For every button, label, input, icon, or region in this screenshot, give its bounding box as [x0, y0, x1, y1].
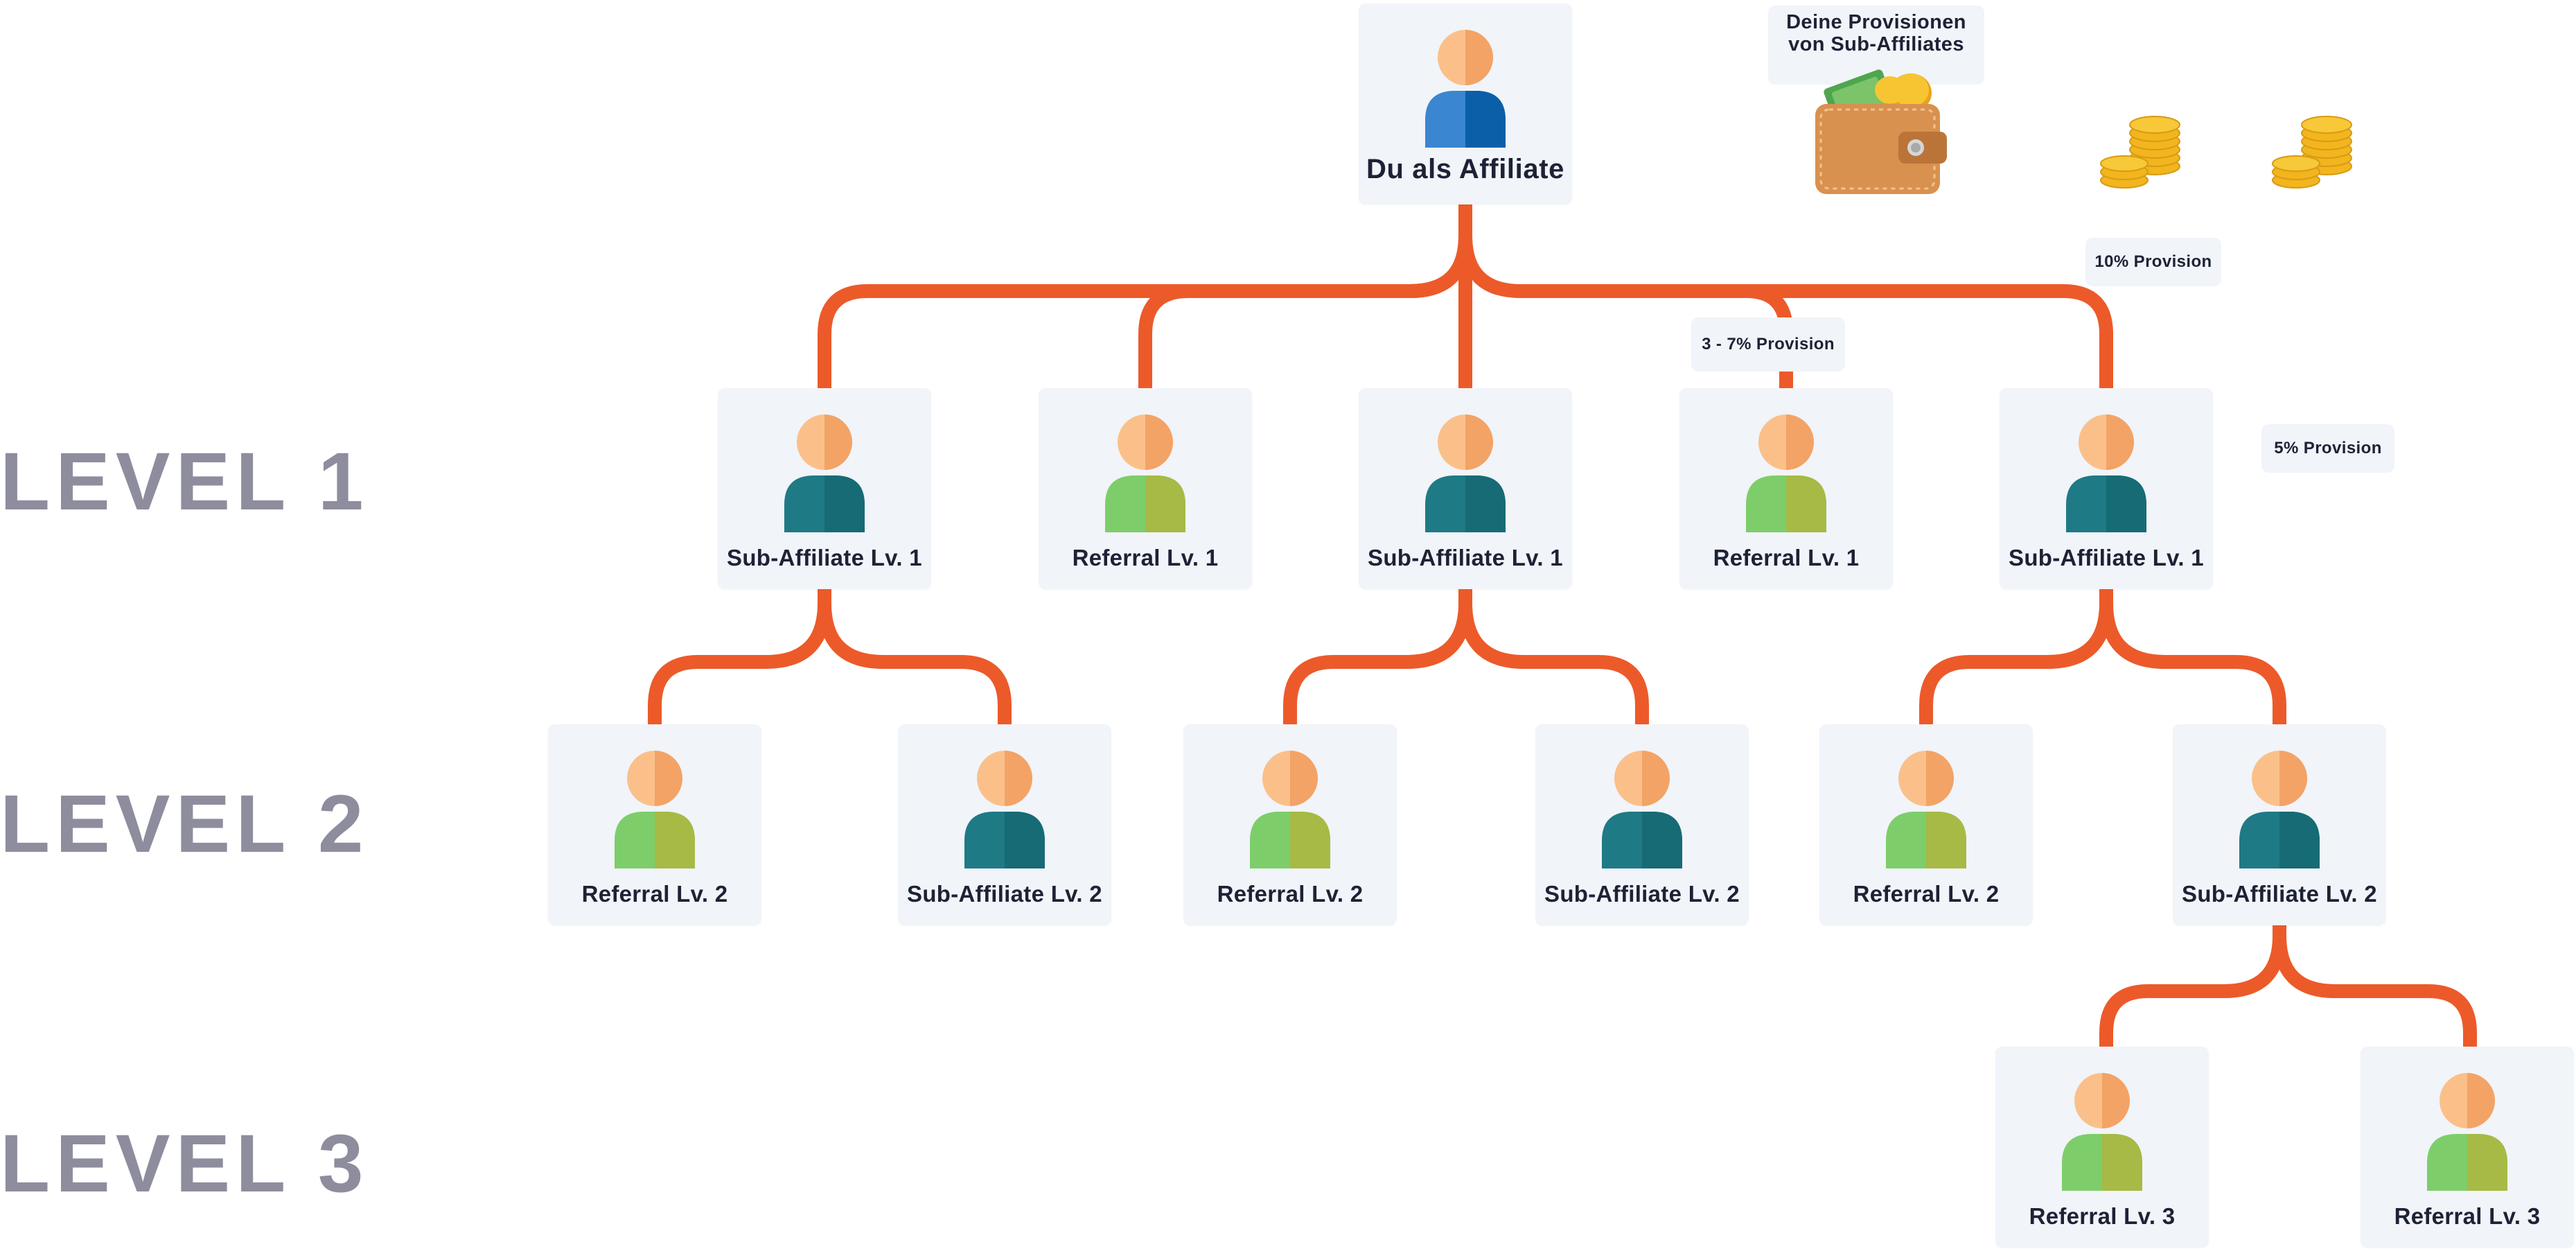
- sub-affiliate-person-icon: [776, 414, 873, 532]
- connector-sub-affiliate-1-to-referral: [648, 589, 831, 724]
- sub-affiliate-person-icon: [1417, 414, 1514, 532]
- level3-node-referral: Referral Lv. 3: [1995, 1047, 2209, 1248]
- connector-root-to-referral-1: [1138, 204, 1472, 388]
- sub-affiliate-person-icon: [1594, 751, 1691, 868]
- root-affiliate-label: Du als Affiliate: [1366, 154, 1564, 184]
- connector-sub-affiliate-lv2-to-referral-a: [2099, 925, 2286, 1047]
- level3-node-referral: Referral Lv. 3: [2361, 1047, 2574, 1248]
- provision-badge-level-2: 5% Provision: [2261, 424, 2394, 473]
- level1-node-sub-affiliate: Sub-Affiliate Lv. 1: [718, 388, 931, 589]
- node-label: Sub-Affiliate Lv. 2: [1544, 881, 1740, 907]
- root-affiliate-node: Du als Affiliate: [1359, 3, 1572, 204]
- node-label: Referral Lv. 2: [1217, 881, 1364, 907]
- connector-sub-affiliate-1-to-sub-affiliate: [818, 589, 1012, 724]
- level1-node-sub-affiliate: Sub-Affiliate Lv. 1: [2000, 388, 2213, 589]
- referral-person-icon: [1242, 751, 1339, 868]
- level2-node-referral: Referral Lv. 2: [548, 724, 761, 925]
- connector-sub-affiliate-2-to-sub-affiliate: [1458, 589, 1649, 724]
- provision-badge-level-1: 10% Provision: [2085, 238, 2221, 286]
- node-label: Sub-Affiliate Lv. 2: [907, 881, 1102, 907]
- node-label: Referral Lv. 3: [2394, 1203, 2541, 1229]
- connector-sub-affiliate-2-to-referral: [1283, 589, 1472, 724]
- referral-person-icon: [2054, 1073, 2151, 1191]
- node-label: Sub-Affiliate Lv. 1: [727, 545, 922, 570]
- level2-node-sub-affiliate: Sub-Affiliate Lv. 2: [1535, 724, 1749, 925]
- coin-stack-icon: [2271, 108, 2354, 195]
- level2-node-sub-affiliate: Sub-Affiliate Lv. 2: [898, 724, 1111, 925]
- wallet-caption-line-1: Deine Provisionen: [1786, 11, 1966, 33]
- referral-person-icon: [1878, 751, 1975, 868]
- referral-person-icon: [1738, 414, 1835, 532]
- sub-affiliate-person-icon: [2058, 414, 2155, 532]
- connector-sub-affiliate-lv2-to-referral-b: [2273, 925, 2477, 1047]
- node-label: Referral Lv. 2: [1853, 881, 2000, 907]
- node-label: Sub-Affiliate Lv. 1: [2009, 545, 2204, 570]
- level-1-label: LEVEL 1: [0, 436, 369, 527]
- referral-person-icon: [1097, 414, 1194, 532]
- coin-stack-icon: [2099, 108, 2182, 195]
- affiliate-person-icon: [1417, 30, 1514, 148]
- connector-root-to-sub-affiliate-3: [1458, 204, 2113, 388]
- level1-node-referral: Referral Lv. 1: [1039, 388, 1252, 589]
- level-3-label: LEVEL 3: [0, 1118, 369, 1209]
- wallet-caption-line-2: von Sub-Affiliates: [1788, 33, 1964, 55]
- sub-affiliate-person-icon: [2231, 751, 2328, 868]
- level2-node-referral: Referral Lv. 2: [1183, 724, 1397, 925]
- level1-node-referral: Referral Lv. 1: [1679, 388, 1893, 589]
- connector-sub-affiliate-3-to-referral: [1919, 589, 2113, 724]
- node-label: Sub-Affiliate Lv. 1: [1368, 545, 1563, 570]
- level-2-label: LEVEL 2: [0, 778, 369, 870]
- node-label: Referral Lv. 2: [581, 881, 728, 907]
- node-label: Referral Lv. 1: [1072, 545, 1219, 570]
- referral-person-icon: [606, 751, 703, 868]
- referral-person-icon: [2419, 1073, 2516, 1191]
- level1-node-sub-affiliate: Sub-Affiliate Lv. 1: [1359, 388, 1572, 589]
- node-label: Sub-Affiliate Lv. 2: [2182, 881, 2377, 907]
- wallet-icon: [1808, 64, 1947, 202]
- level2-node-sub-affiliate: Sub-Affiliate Lv. 2: [2173, 724, 2386, 925]
- sub-affiliate-person-icon: [956, 751, 1053, 868]
- wallet-caption: Deine Provisionen von Sub-Affiliates: [1768, 6, 1984, 85]
- provision-badge-referral: 3 - 7% Provision: [1691, 317, 1845, 372]
- node-label: Referral Lv. 1: [1713, 545, 1860, 570]
- level2-node-referral: Referral Lv. 2: [1819, 724, 2033, 925]
- node-label: Referral Lv. 3: [2029, 1203, 2176, 1229]
- connector-sub-affiliate-3-to-sub-affiliate: [2099, 589, 2286, 724]
